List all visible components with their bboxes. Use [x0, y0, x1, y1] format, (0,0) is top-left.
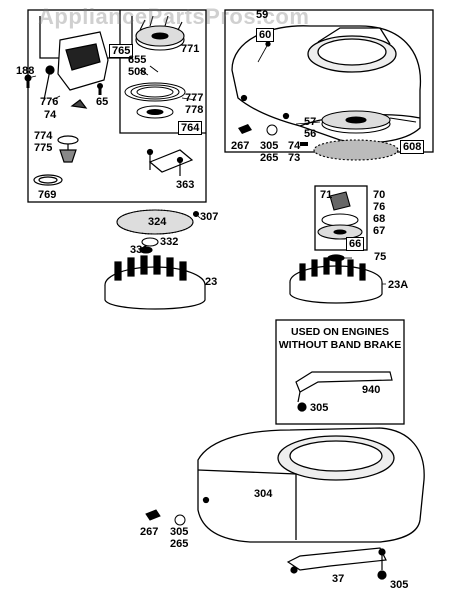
label-267-bottom: 267: [140, 526, 159, 538]
clutch-66-part: [317, 191, 363, 240]
callout-765: 765: [109, 44, 134, 58]
label-23a: 23A: [388, 279, 409, 291]
note-frame: [275, 319, 405, 425]
flywheel-23a-part: [289, 254, 383, 304]
small-parts: [238, 124, 308, 146]
blower-housing-304-part: [197, 427, 425, 543]
pulley-part: [135, 15, 185, 51]
label-68: 68: [373, 213, 386, 225]
label-363: 363: [176, 179, 195, 191]
label-655: 655: [128, 54, 147, 66]
label-774: 774: [34, 130, 53, 142]
callout-60: 60: [256, 28, 275, 42]
label-65: 65: [96, 96, 109, 108]
bracket-363-part: [146, 148, 194, 176]
label-305-corner: 305: [390, 579, 409, 591]
label-332: 332: [160, 236, 179, 248]
flywheel-23-part: [104, 255, 206, 310]
group-66-frame: [314, 185, 368, 251]
bracket-37-part: [286, 547, 387, 580]
label-56: 56: [304, 128, 317, 140]
label-74: 74: [44, 109, 57, 121]
recoil-spring-part: [124, 65, 186, 119]
left-assembly-frame: [27, 9, 207, 203]
callout-608: 608: [400, 140, 425, 154]
label-778: 778: [185, 104, 204, 116]
label-71: 71: [320, 189, 333, 201]
label-776: 776: [40, 96, 59, 108]
screen-324-part: [116, 209, 200, 254]
label-771: 771: [181, 43, 200, 55]
callout-66: 66: [346, 237, 365, 251]
label-305-bottom: 305: [170, 526, 189, 538]
label-305-note: 305: [310, 402, 329, 414]
label-37: 37: [332, 573, 345, 585]
label-775: 775: [34, 142, 53, 154]
label-769: 769: [38, 189, 57, 201]
label-267: 267: [231, 140, 250, 152]
label-73: 73: [288, 152, 301, 164]
label-74-right: 74: [288, 140, 301, 152]
note-text: USED ON ENGINES WITHOUT BAND BRAKE: [278, 326, 402, 352]
screws-bottom: [145, 509, 186, 526]
note-line-2: WITHOUT BAND BRAKE: [278, 339, 402, 351]
callout-764: 764: [178, 121, 203, 135]
label-75: 75: [374, 251, 387, 263]
label-940: 940: [362, 384, 381, 396]
starter-housing-part: [43, 31, 109, 109]
label-777: 777: [185, 92, 204, 104]
note-line-1: USED ON ENGINES: [290, 326, 390, 338]
label-67: 67: [373, 225, 386, 237]
label-265-bottom: 265: [170, 538, 189, 550]
rope-pulley-part: [313, 110, 417, 161]
label-57: 57: [304, 116, 317, 128]
label-304: 304: [254, 488, 273, 500]
watermark: AppliancePartsPros.com: [38, 4, 310, 29]
label-305: 305: [260, 140, 279, 152]
label-331: 331: [130, 244, 149, 256]
label-59: 59: [256, 9, 269, 21]
label-324: 324: [148, 216, 167, 228]
bracket-940-part: [295, 371, 393, 412]
starter-handle-part: [33, 135, 79, 186]
label-307: 307: [200, 211, 219, 223]
label-265: 265: [260, 152, 279, 164]
leader-lines: [27, 43, 386, 285]
label-508: 508: [128, 66, 147, 78]
label-23: 23: [205, 276, 218, 288]
label-76: 76: [373, 201, 386, 213]
label-70: 70: [373, 189, 386, 201]
label-188: 188: [16, 65, 35, 77]
